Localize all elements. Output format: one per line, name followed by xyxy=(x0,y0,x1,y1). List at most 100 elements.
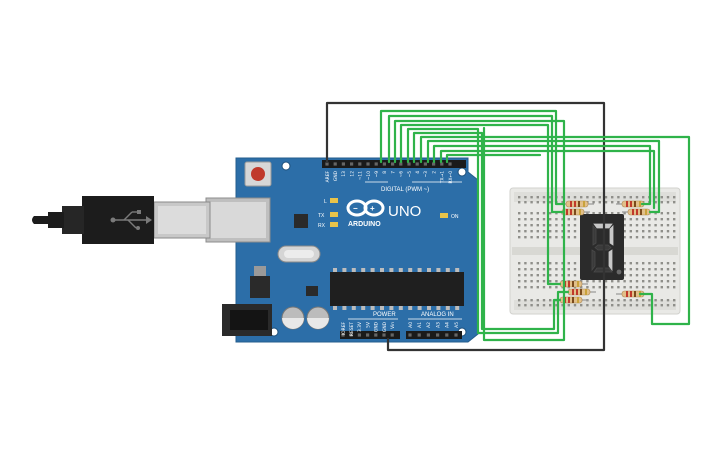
power-pin-label: 3.3V xyxy=(357,322,363,332)
atmega-microcontroller xyxy=(330,268,464,310)
led-rx xyxy=(330,222,338,227)
board-name: UNO xyxy=(388,203,421,220)
usb-icon xyxy=(110,210,152,230)
digital-pin xyxy=(374,162,378,166)
seven-segment-display: 7 xyxy=(0,0,624,280)
analog-pin-label: A4 xyxy=(445,322,451,328)
digital-pin-label: ~11 xyxy=(358,171,364,180)
arduino-logo: − + xyxy=(346,199,385,217)
digital-pin xyxy=(423,162,427,166)
wire-pin-4 xyxy=(406,127,570,335)
power-pin-label: Vin xyxy=(390,322,396,329)
label-l: L xyxy=(324,199,327,205)
digital-pin-label: 7 xyxy=(390,171,396,174)
digital-pin xyxy=(341,162,345,166)
digital-pin-label: 8 xyxy=(382,171,388,174)
digital-pin xyxy=(325,162,329,166)
brand-label: ARDUINO xyxy=(348,221,381,228)
decimal-point xyxy=(616,269,622,275)
digital-pin-label: 12 xyxy=(349,171,355,177)
digital-pin-label: ~5 xyxy=(407,171,413,178)
digital-pin-label: RX←0 xyxy=(448,171,454,184)
digital-pin-label: ~10 xyxy=(366,171,372,180)
digital-pin xyxy=(448,162,452,166)
digital-pin xyxy=(415,162,419,166)
digital-pin-label: TX→1 xyxy=(440,171,446,184)
svg-text:+: + xyxy=(370,204,375,213)
analog-pin-label: A2 xyxy=(426,322,432,328)
power-pin xyxy=(382,333,386,337)
power-pin-label: GND xyxy=(382,321,388,332)
analog-pin-label: A3 xyxy=(435,322,441,328)
power-label: POWER xyxy=(373,312,396,318)
reset-button[interactable] xyxy=(244,161,272,187)
capacitor-1 xyxy=(281,306,305,330)
power-pin xyxy=(390,333,394,337)
wire-pin-1 xyxy=(426,139,661,214)
analog-pin-label: A1 xyxy=(417,322,423,328)
label-rx: RX xyxy=(318,223,326,229)
digital-pin-label: ~3 xyxy=(423,171,429,178)
usb-b-jack xyxy=(205,197,271,243)
capacitor-2 xyxy=(306,306,330,330)
wire-pin-8 xyxy=(379,109,566,206)
wire-gnd xyxy=(325,101,606,352)
voltage-regulator xyxy=(250,276,270,298)
displayed-digit: 7 xyxy=(0,0,1,1)
led-tx xyxy=(330,212,338,217)
analog-pin xyxy=(408,333,412,337)
power-pin-label: GND xyxy=(374,321,380,332)
digital-pin xyxy=(432,162,436,166)
digital-header-label: DIGITAL (PWM ~) xyxy=(381,187,429,193)
label-tx: TX xyxy=(318,213,325,219)
digital-pin xyxy=(382,162,386,166)
led-on xyxy=(440,213,448,218)
wire-pin-6 xyxy=(393,119,566,342)
digital-pin-label: 4 xyxy=(415,171,421,174)
segment-b xyxy=(609,225,614,246)
digital-pin xyxy=(391,162,395,166)
digital-pin-label: AREF xyxy=(325,171,331,183)
analog-pin-label: A0 xyxy=(408,322,414,328)
analog-pin xyxy=(417,333,421,337)
wires xyxy=(325,101,691,352)
wire-pin-b xyxy=(445,153,542,164)
wire-pin-0 xyxy=(432,144,652,206)
power-pin-label: RESET xyxy=(349,322,355,336)
wire-pin-7 xyxy=(387,114,564,214)
power-pin xyxy=(366,333,370,337)
digital-pin xyxy=(333,162,337,166)
digital-pin xyxy=(358,162,362,166)
resistor-1 xyxy=(560,200,594,208)
usb-chip xyxy=(294,214,308,228)
analog-pin xyxy=(436,333,440,337)
crystal-oscillator xyxy=(277,245,321,263)
dc-power-jack xyxy=(222,304,272,336)
segment-e xyxy=(591,249,596,272)
digital-pin-label: ~9 xyxy=(374,171,380,178)
label-on: ON xyxy=(451,214,459,220)
digital-pin-label: 2 xyxy=(431,171,437,174)
digital-pin-label: GND xyxy=(333,170,339,181)
power-pin xyxy=(349,333,353,337)
usb-cable xyxy=(32,196,211,244)
power-pin-label: 5V xyxy=(365,322,371,328)
power-pin xyxy=(374,333,378,337)
wire-pin-5 xyxy=(399,123,562,286)
svg-text:−: − xyxy=(353,204,358,213)
display-segments xyxy=(591,223,614,273)
power-pin-label: IOREF xyxy=(341,322,347,336)
analog-label: ANALOG IN xyxy=(421,312,454,318)
wire-pin-a xyxy=(439,149,656,210)
segment-f xyxy=(592,225,597,246)
power-header xyxy=(340,331,400,339)
segment-c xyxy=(608,249,613,272)
power-pin xyxy=(341,333,345,337)
analog-pin xyxy=(445,333,449,337)
digital-pin xyxy=(407,162,411,166)
analog-pin xyxy=(454,333,458,337)
digital-pin xyxy=(366,162,370,166)
analog-pin xyxy=(426,333,430,337)
